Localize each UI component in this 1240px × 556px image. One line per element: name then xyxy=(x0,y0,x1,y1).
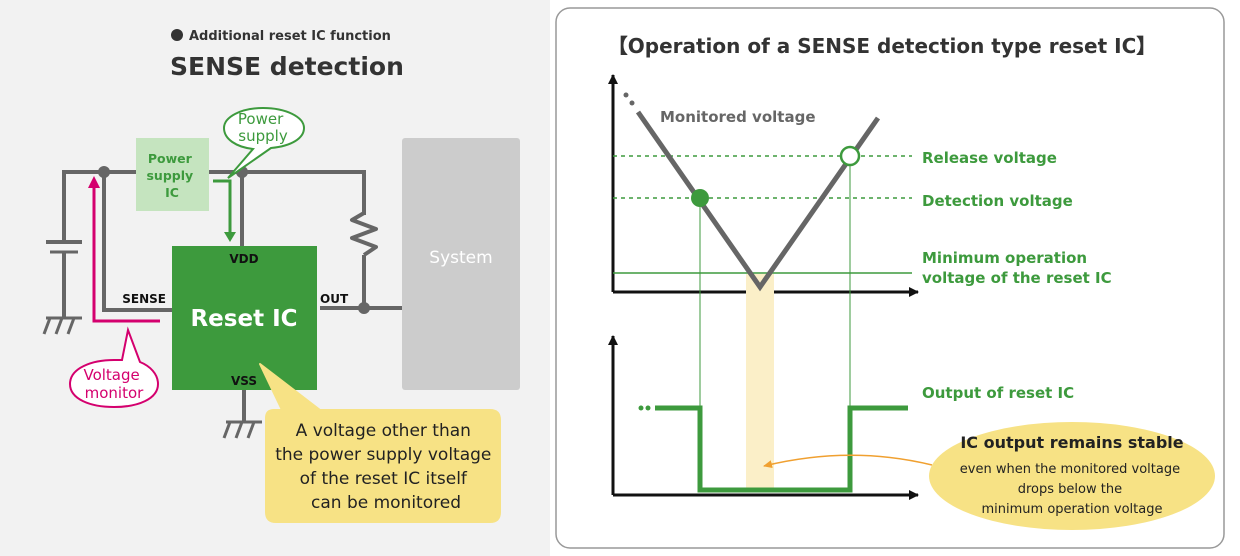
resistor-symbol xyxy=(350,211,378,257)
power-supply-bubble-text: Power supply xyxy=(238,110,288,145)
min-operation-label: Minimum operation voltage of the reset I… xyxy=(922,249,1112,287)
unstable-region-band xyxy=(746,274,774,488)
voltage-monitor-arrowhead xyxy=(88,176,100,188)
reset-ic-box xyxy=(172,246,317,390)
bullet-icon xyxy=(171,29,183,41)
system-block xyxy=(402,138,520,390)
power-supply-ic-box xyxy=(136,138,209,211)
stable-callout-title: IC output remains stable xyxy=(960,433,1183,452)
voltage-monitor-bubble: Voltage monitor xyxy=(68,326,160,409)
right-title: 【Operation of a SENSE detection type res… xyxy=(608,34,1157,58)
reset-ic-label: Reset IC xyxy=(190,306,297,332)
left-subtitle: Additional reset IC function xyxy=(189,29,391,44)
left-panel: Additional reset IC function SENSE detec… xyxy=(0,0,550,556)
output-label: Output of reset IC xyxy=(922,384,1074,402)
right-panel-frame xyxy=(555,7,1225,549)
ground-symbol-left xyxy=(42,316,82,335)
ground-symbol-vss xyxy=(222,420,262,439)
release-point xyxy=(839,145,861,167)
note-text: A voltage other than the power supply vo… xyxy=(275,421,497,513)
monitored-voltage-curve xyxy=(623,92,881,292)
right-panel: 【Operation of a SENSE detection type res… xyxy=(555,7,1225,549)
orange-pointer-arrow xyxy=(763,454,933,468)
power-supply-bubble: Power supply xyxy=(222,106,306,179)
reset-ic-output-waveform xyxy=(638,405,908,493)
stable-callout-text: even when the monitored voltage drops be… xyxy=(960,462,1184,517)
stable-output-callout: IC output remains stable even when the m… xyxy=(763,422,1215,530)
power-supply-path xyxy=(213,179,232,234)
left-title: SENSE detection xyxy=(170,52,404,81)
pin-sense: SENSE xyxy=(122,292,166,306)
capacitor-symbol xyxy=(46,240,82,254)
voltage-monitor-path xyxy=(92,186,160,323)
junction-dot xyxy=(358,302,370,314)
pin-vss: VSS xyxy=(231,374,257,388)
junction-dot xyxy=(98,166,110,178)
release-voltage-label: Release voltage xyxy=(922,149,1057,167)
stable-callout-bubble xyxy=(929,422,1215,530)
monitored-voltage-label: Monitored voltage xyxy=(660,108,816,126)
voltage-monitor-text: Voltage monitor xyxy=(83,366,144,402)
power-supply-arrowhead xyxy=(224,232,236,242)
circuit-wires xyxy=(62,170,412,422)
pin-vdd: VDD xyxy=(229,252,258,266)
detection-voltage-label: Detection voltage xyxy=(922,192,1073,210)
system-label: System xyxy=(429,248,492,268)
note-callout: A voltage other than the power supply vo… xyxy=(259,363,501,523)
detection-point xyxy=(691,189,709,207)
power-supply-ic-label: Power supply IC xyxy=(146,151,197,200)
pin-out: OUT xyxy=(320,292,349,306)
